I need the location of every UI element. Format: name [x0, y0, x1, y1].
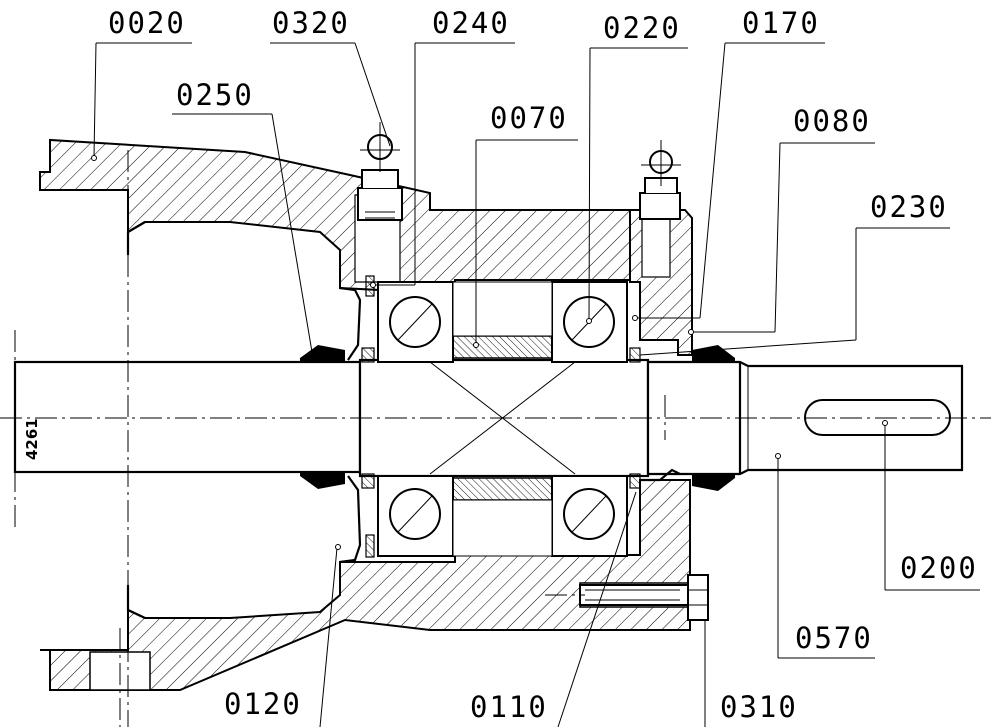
seal-left-lower — [300, 472, 345, 489]
callout-0020: 0020 — [91, 6, 192, 161]
bushing-left-lower — [361, 473, 375, 489]
svg-text:0570: 0570 — [795, 621, 873, 655]
callout-0220: 0220 — [586, 11, 688, 324]
bearing-left-upper — [377, 281, 454, 363]
callout-0230: 0230 — [639, 190, 950, 356]
washer-right-upper — [629, 347, 641, 363]
washer-right-lower — [629, 473, 641, 489]
seal-right-lower — [692, 474, 735, 491]
seal-right-upper — [692, 345, 735, 362]
svg-text:0240: 0240 — [432, 6, 510, 40]
svg-text:0320: 0320 — [272, 6, 350, 40]
svg-text:0020: 0020 — [108, 6, 186, 40]
svg-text:0310: 0310 — [720, 690, 798, 724]
callout-0070: 0070 — [473, 101, 578, 348]
grease-nipple-left — [357, 122, 403, 221]
callout-0170: 0170 — [632, 6, 825, 321]
svg-text:0200: 0200 — [900, 551, 978, 585]
callout-0080: 0080 — [688, 104, 875, 335]
svg-text:0110: 0110 — [470, 690, 548, 724]
svg-text:0250: 0250 — [176, 78, 254, 112]
spacer-lower — [452, 477, 553, 501]
callout-0250: 0250 — [172, 78, 313, 353]
callout-0570: 0570 — [775, 453, 875, 659]
callout-0200: 0200 — [882, 420, 980, 591]
hex-bolt — [545, 574, 709, 621]
svg-text:0220: 0220 — [603, 11, 681, 45]
svg-text:0170: 0170 — [742, 6, 820, 40]
spacer-upper — [452, 335, 553, 359]
svg-text:0080: 0080 — [793, 104, 871, 138]
grease-nipple-right — [639, 140, 681, 220]
bushing-left-upper — [361, 347, 375, 363]
callout-0240: 0240 — [370, 6, 515, 288]
shaft-left — [13, 360, 362, 474]
callout-0320: 0320 — [270, 6, 391, 147]
callout-0110: 0110 — [470, 491, 637, 727]
bearing-right-lower — [551, 475, 628, 557]
seal-left-upper — [300, 345, 345, 362]
side-label: 4261 — [23, 418, 41, 460]
callout-0120: 0120 — [224, 544, 341, 727]
bearing-left-lower — [377, 475, 454, 557]
svg-text:0070: 0070 — [490, 101, 568, 135]
svg-text:0120: 0120 — [224, 687, 302, 721]
callout-0310: 0310 — [704, 620, 798, 727]
retaining-ring-left-lower — [365, 534, 375, 558]
svg-text:0230: 0230 — [870, 190, 948, 224]
